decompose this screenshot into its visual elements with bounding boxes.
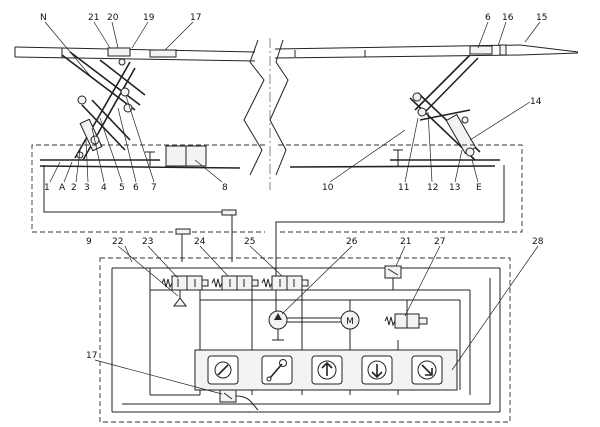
leader-lines [44, 21, 541, 395]
pressure-switch-21 [384, 265, 402, 290]
supply-lines [43, 165, 505, 320]
callout-e: E [476, 183, 482, 193]
callout-3: 3 [84, 183, 90, 193]
callout-13: 13 [449, 183, 460, 193]
callout-21-top: 21 [88, 13, 99, 23]
left-scissor-mechanism [39, 51, 241, 169]
callout-28: 28 [532, 237, 544, 247]
callout-4: 4 [101, 183, 107, 193]
wrench-icon [266, 359, 287, 382]
break-lines [243, 38, 289, 190]
callout-23: 23 [142, 237, 153, 247]
raise-button[interactable] [311, 355, 343, 385]
arrow-down-icon [367, 360, 387, 380]
no-entry-icon [214, 361, 232, 379]
callout-6-left: 6 [133, 183, 139, 193]
valve-23 [161, 275, 209, 291]
callout-10: 10 [322, 183, 334, 193]
pit-outline [31, 144, 523, 233]
callout-11: 11 [398, 183, 409, 193]
arrow-up-icon [317, 360, 337, 380]
callout-a: A [59, 183, 66, 193]
callout-26: 26 [346, 237, 358, 247]
callout-12: 12 [427, 183, 438, 193]
callout-6-right: 6 [485, 13, 491, 23]
callout-8: 8 [222, 183, 228, 193]
motor-label: M [346, 317, 354, 327]
callout-9: 9 [86, 237, 92, 247]
stop-button[interactable] [207, 355, 239, 385]
service-button[interactable] [261, 355, 293, 385]
platform-runway [14, 44, 579, 62]
callout-22: 22 [112, 237, 123, 247]
callout-1: 1 [44, 183, 50, 193]
callout-labels: N 21 20 19 17 6 16 15 14 1 A 2 3 4 5 6 7… [40, 13, 547, 361]
callout-n: N [40, 13, 47, 23]
pump-26 [268, 310, 341, 341]
callout-17-top: 17 [190, 13, 201, 23]
arrow-down-right-icon [417, 360, 437, 380]
callout-14: 14 [530, 97, 542, 107]
callout-2: 2 [71, 183, 77, 193]
hydraulic-unit-enclosure: M [99, 257, 511, 423]
callout-24: 24 [194, 237, 206, 247]
callout-25: 25 [244, 237, 255, 247]
callout-21: 21 [400, 237, 411, 247]
callout-5: 5 [119, 183, 125, 193]
valve-25 [261, 275, 309, 291]
control-panel [194, 349, 458, 391]
lower-diagonal-button[interactable] [411, 355, 443, 385]
callout-16: 16 [502, 13, 514, 23]
right-scissor-mechanism [289, 54, 500, 168]
valve-24 [211, 275, 259, 291]
motor: M [340, 310, 360, 330]
callout-19: 19 [143, 13, 155, 23]
callout-7: 7 [151, 183, 157, 193]
callout-15: 15 [536, 13, 547, 23]
tank-symbol [173, 290, 187, 307]
callout-17-bottom: 17 [86, 351, 97, 361]
callout-27: 27 [434, 237, 445, 247]
lower-button[interactable] [361, 355, 393, 385]
callout-20: 20 [107, 13, 119, 23]
